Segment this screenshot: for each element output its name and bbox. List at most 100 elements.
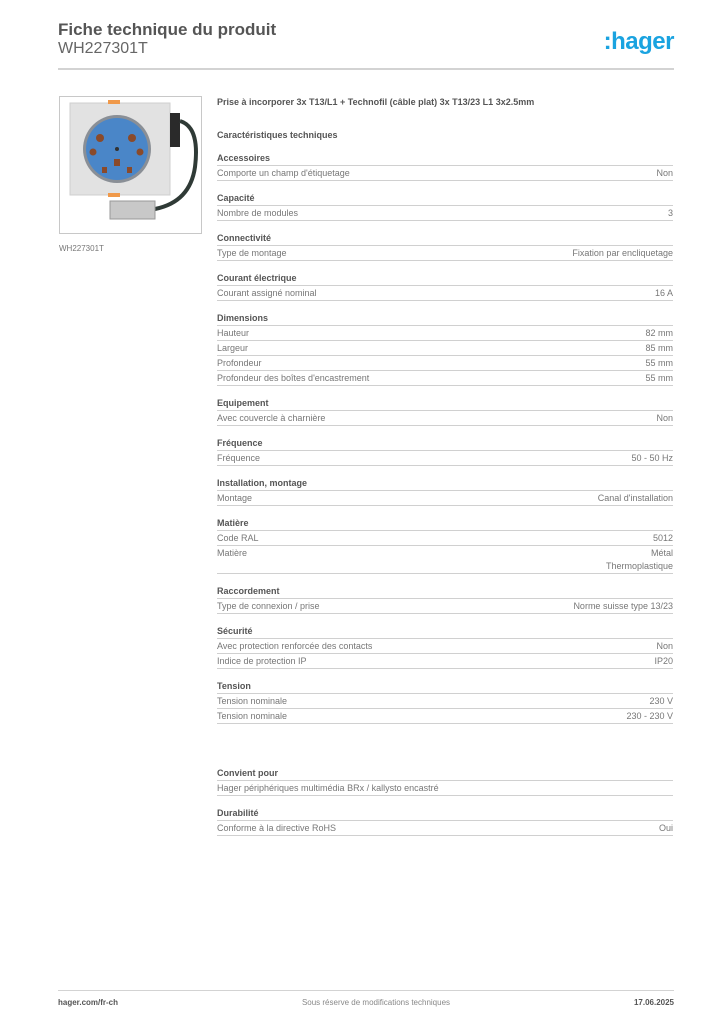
spec-label: Profondeur des boîtes d'encastrement (217, 373, 370, 383)
spec-row: Hager périphériques multimédia BRx / kal… (217, 781, 673, 796)
spec-group-title: Sécurité (217, 625, 673, 639)
spec-value: 85 mm (645, 343, 673, 353)
spec-value: 50 - 50 Hz (631, 453, 673, 463)
specs-heading: Caractéristiques techniques (217, 130, 338, 140)
spec-label: Hager périphériques multimédia BRx / kal… (217, 783, 439, 793)
spec-group-title: Durabilité (217, 807, 673, 821)
spec-sheet: Prise à incorporer 3x T13/L1 + Technofil… (217, 96, 673, 847)
spec-label: Tension nominale (217, 711, 288, 721)
spec-row: Avec protection renforcée des contacts No… (217, 639, 673, 654)
spec-label: Nombre de modules (217, 208, 299, 218)
spec-row: Largeur 85 mm (217, 341, 673, 356)
spec-row: Tension nominale 230 - 230 V (217, 709, 673, 724)
spec-group-title: Fréquence (217, 437, 673, 451)
spec-value: 3 (667, 208, 673, 218)
footer-disclaimer: Sous réserve de modifications techniques (301, 998, 451, 1007)
header-divider (58, 68, 674, 70)
spec-group-title: Courant électrique (217, 272, 673, 286)
spec-group-title: Capacité (217, 192, 673, 206)
spec-value: 55 mm (645, 373, 673, 383)
spec-group-title: Equipement (217, 397, 673, 411)
spec-label: Largeur (217, 343, 249, 353)
footer-date: 17.06.2025 (633, 998, 674, 1007)
spec-row: Courant assigné nominal 16 A (217, 286, 673, 301)
spec-label: Code RAL (217, 533, 259, 543)
spec-value: Non (656, 168, 673, 178)
spec-row: Fréquence 50 - 50 Hz (217, 451, 673, 466)
footer-website: hager.com/fr-ch (58, 998, 119, 1007)
spec-label: Tension nominale (217, 696, 288, 706)
spec-value: IP20 (654, 656, 673, 666)
page-title: Fiche technique du produit (58, 20, 277, 39)
spec-group-title: Tension (217, 680, 673, 694)
spec-row: Profondeur des boîtes d'encastrement 55 m… (217, 371, 673, 386)
hager-logo: :hager (603, 28, 675, 55)
page-footer: hager.com/fr-ch Sous réserve de modifica… (58, 998, 674, 1007)
spec-group-title: Accessoires (217, 152, 673, 166)
spec-label: Fréquence (217, 453, 261, 463)
spec-group-title: Installation, montage (217, 477, 673, 491)
product-reference: WH227301T (58, 40, 148, 57)
spec-value: Fixation par encliquetage (572, 248, 673, 258)
spec-row: Indice de protection IP IP20 (217, 654, 673, 669)
spec-value: Canal d'installation (597, 493, 673, 503)
spec-group-title: Raccordement (217, 585, 673, 599)
product-image (59, 96, 202, 234)
spec-label: Avec couvercle à charnière (217, 413, 326, 423)
spec-label: Comporte un champ d'étiquetage (217, 168, 350, 178)
spec-group-title: Matière (217, 517, 673, 531)
spec-label: Profondeur (217, 358, 262, 368)
spec-row: Hauteur 82 mm (217, 326, 673, 341)
spec-row: Tension nominale 230 V (217, 694, 673, 709)
spec-label: Type de montage (217, 248, 287, 258)
spec-label: Hauteur (217, 328, 250, 338)
product-image-caption: WH227301T (59, 244, 104, 253)
spec-value: Non (656, 413, 673, 423)
socket-outlet-icon (69, 100, 198, 220)
spec-value: 230 - 230 V (626, 711, 673, 721)
spec-value: 55 mm (645, 358, 673, 368)
spec-row: Conforme à la directive RoHS Oui (217, 821, 673, 836)
spec-label: Conforme à la directive RoHS (217, 823, 337, 833)
spec-value: 230 V (649, 696, 673, 706)
spec-label: Matière (217, 548, 248, 558)
spec-value: Oui (658, 823, 673, 833)
spec-row: Montage Canal d'installation (217, 491, 673, 506)
spec-value: 16 A (654, 288, 673, 298)
spec-label: Avec protection renforcée des contacts (217, 641, 373, 651)
spec-value: Non (656, 641, 673, 651)
spec-label: Indice de protection IP (217, 656, 307, 666)
spec-value: 5012 (652, 533, 673, 543)
spec-row: Profondeur 55 mm (217, 356, 673, 371)
footer-divider (58, 990, 674, 991)
spec-row: Type de montage Fixation par encliquetage (217, 246, 673, 261)
product-description: Prise à incorporer 3x T13/L1 + Technofil… (217, 97, 535, 107)
spec-label: Montage (217, 493, 253, 503)
spec-group-title: Dimensions (217, 312, 673, 326)
spec-group-title: Connectivité (217, 232, 673, 246)
spec-value: 82 mm (645, 328, 673, 338)
spec-row: Avec couvercle à charnière Non (217, 411, 673, 426)
page-header: Fiche technique du produit WH227301T :ha… (58, 20, 675, 58)
spec-row: Comporte un champ d'étiquetage Non (217, 166, 673, 181)
spec-label: Type de connexion / prise (217, 601, 320, 611)
spec-label: Courant assigné nominal (217, 288, 317, 298)
